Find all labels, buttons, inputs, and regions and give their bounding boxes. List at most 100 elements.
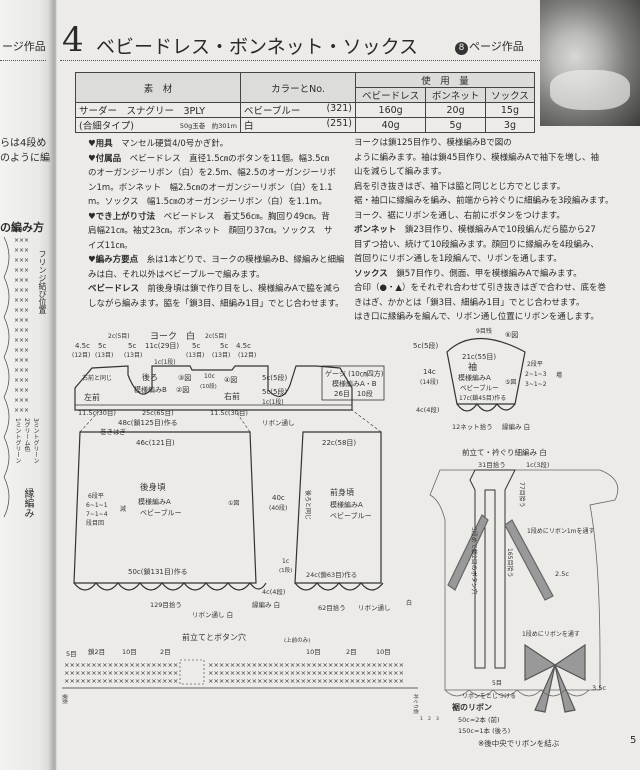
yoke-ribbon: リボン通し	[262, 418, 295, 427]
page-ref-label: ページ作品	[469, 40, 524, 53]
instruction-text: みは白、それ以外はベビーブルーで編みます。	[88, 269, 265, 280]
front-view-title: 前立て・衿ぐり細編み 白	[462, 447, 547, 457]
color-code: (321)	[326, 103, 352, 114]
yoke-count: (13目)	[186, 352, 204, 359]
hem-ribbon-line: 150c=1本 (後ろ)	[458, 726, 510, 735]
back-pickup: 129目拾う	[150, 600, 182, 609]
svg-text:××××××××××××××××××××××××××××××: ××××××××××××××××××××××××××××××××××××	[208, 669, 404, 677]
back-fig1: ①図	[228, 500, 239, 507]
yoke-dim: 11c(29目)	[145, 342, 179, 350]
instruction-line: はき口に縁編みを編んで、リボン通し位置にリボンを通します。	[354, 310, 634, 325]
instruction-text: 肩幅21㎝。袖丈23㎝。ボンネット 顔回り37㎝。ソックス サ	[88, 226, 333, 236]
front-dim-4c: 4c(4段)	[262, 587, 285, 596]
instruction-line: ン1m。ボンネット 幅2.5㎝のオーガンジーリボン（白）を1.1	[88, 181, 350, 196]
yoke-fig3: ③図	[178, 374, 191, 382]
product-photo	[540, 0, 640, 126]
svg-text:××××××××××××××××××××××××××××××: ××××××××××××××××××××××××××××××××××××	[208, 677, 404, 685]
instruction-line: のオーガンジーリボン（白）を2.5m、幅2.5のオーガンジーリボ	[88, 166, 350, 181]
svg-text:×××: ×××	[14, 367, 29, 374]
ribbon-sew-note: リボンをとじつける	[462, 692, 516, 700]
sleeve-inc-line: 3~1~2	[525, 381, 547, 388]
yoke-outline	[74, 365, 353, 411]
instruction-text: イズ11㎝。	[88, 240, 133, 251]
sleeve-pattern: 模様編みA	[458, 373, 491, 382]
band-count: 10目	[122, 648, 137, 656]
hem-ribbon-title: 裾のリボン	[452, 702, 492, 712]
instruction-line: ボンネット 鎖23目作り、模様編みAで10段編んだら脇から27	[354, 223, 634, 238]
instructions-left-column: ♥用具 マンセル硬質4/0号かぎ針。♥付属品 ベビードレス 直径1.5㎝のボタン…	[88, 137, 350, 311]
yoke-left-front: 左前	[84, 392, 100, 402]
instruction-line: 肩幅21㎝。袖丈23㎝。ボンネット 顔回り37㎝。ソックス サ	[88, 224, 350, 239]
yoke-count: (12目)	[72, 352, 90, 359]
front-cast-on: 24c(鎖63目)作る	[306, 570, 357, 579]
front-body-color: ベビーブルー	[330, 511, 372, 520]
instruction-text: きはぎ、かかとは「鎖3目、細編み1目」でとじ合わせます。	[354, 297, 585, 308]
instructions-right-column: ヨークは鎖125目作り、模様編みBで図のように編みます。袖は鎖45目作り、模様編…	[354, 136, 634, 325]
ribbon-width-2: 3.5c	[592, 684, 606, 692]
yoke-bottom-dim: 11.5c(30目)	[78, 409, 116, 417]
svg-text:×××: ×××	[14, 267, 29, 274]
instruction-text: 山を減らして編みます。	[354, 167, 447, 177]
yoke-bottom-dim: 11.5c(30目)	[210, 409, 248, 417]
yoke-count: (13目)	[95, 352, 113, 359]
gauge-title: ゲージ (10㎝四方)	[325, 369, 384, 378]
ribbon-right	[504, 519, 554, 601]
instruction-line: ♥用具 マンセル硬質4/0号かぎ針。	[88, 137, 350, 152]
instruction-label: ベビードレス	[88, 284, 140, 294]
crochet-stitch-rows: ××××××××××××××××××××× ××××××××××××××××××…	[64, 661, 404, 685]
svg-text:×××: ×××	[14, 347, 29, 354]
sleeve-fig5: ⑤図	[505, 379, 516, 386]
yoke-side-dim: 5c(5段)	[262, 387, 287, 396]
sleeve-inc-label: 増	[556, 371, 562, 379]
band-count: 2目	[346, 648, 357, 656]
back-body-outline	[73, 431, 257, 584]
gauge-box	[321, 365, 385, 401]
neck-side-label: 衿ぐり側	[412, 694, 419, 714]
instruction-text: 首回りにリボン通しを1段編んで、リボンを通します。	[354, 254, 562, 264]
prev-page-vertical-label: 2グリーム色	[23, 418, 30, 452]
front-ribbon: リボン通し	[358, 603, 391, 612]
yoke-dim: 5c	[98, 342, 106, 350]
instruction-line: みは白、それ以外はベビーブルーで編みます。	[88, 268, 350, 283]
front-body-outline	[294, 431, 382, 584]
white-label: 白	[406, 599, 412, 607]
prev-page-chart: ××××××××××××××××××××××××××××××××××××××××…	[3, 236, 29, 518]
instruction-text: 目ずつ拾い、続けて10段編みます。顔回りに縁編みを4段編み、	[354, 239, 599, 250]
svg-text:×××: ×××	[14, 317, 29, 324]
instruction-line: 肩を引き抜きはぎ、袖下は脇と同じとじ方でとじます。	[354, 180, 634, 195]
instruction-line: イズ11㎝。	[88, 239, 350, 254]
yarn-type-cell: (合細タイプ)50g玉巻 約301m	[75, 117, 241, 133]
instruction-text: のオーガンジーリボン（白）を2.5m、幅2.5のオーガンジーリボ	[88, 168, 336, 178]
prev-page-text: のように編	[0, 153, 50, 164]
dress-front-outline	[429, 469, 619, 691]
prev-page-vertical-label: 3ミントグリーン	[32, 418, 39, 464]
row-number: 2	[428, 716, 431, 722]
instruction-text: 裾・袖口に縁編みを編み、前端から衿ぐりに細編みを3段編みます。	[354, 196, 614, 206]
yoke-bottom-dim: 25c(65目)	[142, 409, 174, 417]
svg-text:×××: ×××	[14, 257, 29, 264]
instruction-text: ヨークは鎖125目作り、模様編みBで図の	[354, 138, 512, 148]
prev-page-heading: の編み方	[0, 221, 44, 234]
prev-page-text: ージ作品	[2, 40, 46, 53]
row-number: 3	[436, 716, 439, 722]
yoke-title: ヨーク 白	[150, 330, 195, 342]
sleeve-fig6: ⑥図	[505, 331, 518, 339]
instruction-text: ベビードレス 着丈56㎝。胸回り49㎝。背	[155, 211, 330, 222]
back-dec-label: 減	[120, 505, 126, 513]
yoke-dim: 2c(5目)	[108, 333, 130, 340]
table-row: (合細タイプ)50g玉巻 約301m 白(251) 40g 5g 3g	[75, 117, 536, 133]
front-height: 40c	[272, 494, 285, 502]
back-body-pattern: 模様編みA	[138, 497, 171, 506]
sleeve-top-dim: 5c(5段)	[413, 341, 438, 350]
svg-text:×××××××××××××××××××××: ×××××××××××××××××××××	[64, 677, 178, 685]
yoke-pattern: 模様編みB	[134, 385, 167, 394]
front-pickup: 62目拾う	[318, 603, 346, 612]
back-dec-line: 7~1~4	[86, 511, 108, 518]
materials-table: 素 材 カラーとNo. 使 用 量 ベビードレス ボンネット ソックス サーダー…	[75, 72, 536, 133]
yoke-fig4: ④図	[224, 376, 237, 384]
instruction-line: ソックス 鎖57目作り、側面、甲を模様編みAで編みます。	[354, 267, 634, 282]
instruction-text: 鎖57目作り、側面、甲を模様編みAで編みます。	[387, 268, 582, 279]
yoke-height-dim: 10c	[204, 373, 215, 380]
